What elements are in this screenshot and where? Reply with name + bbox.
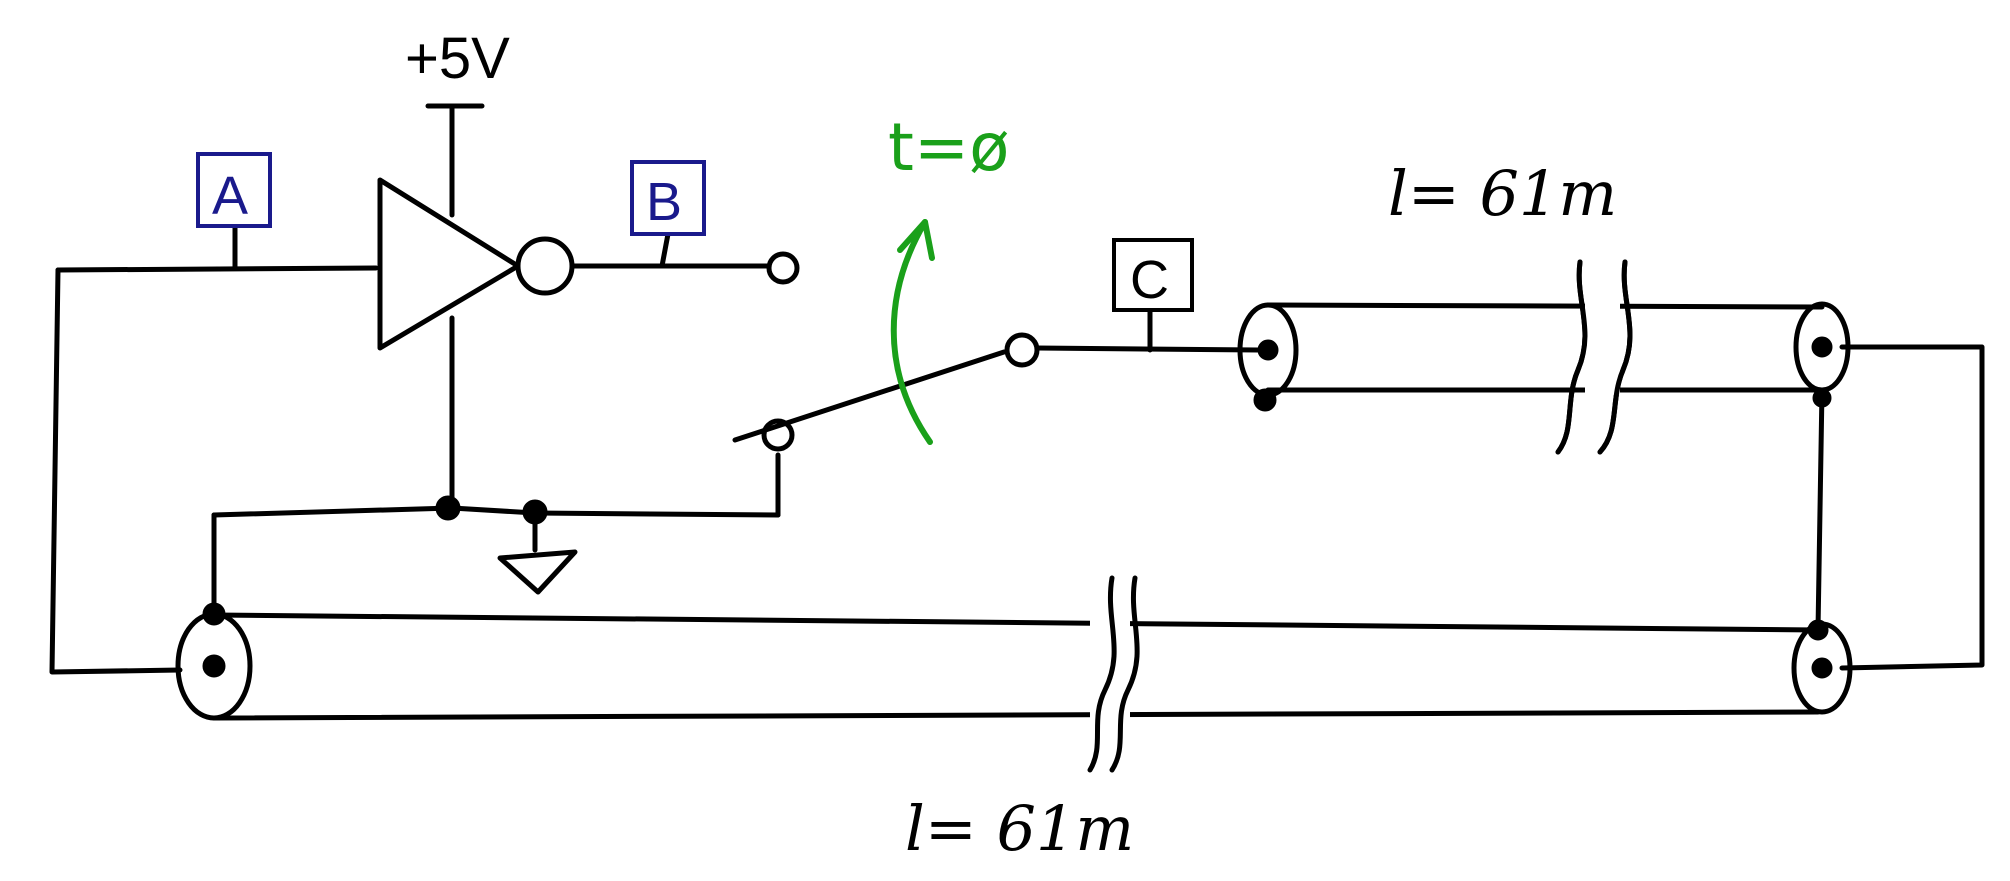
switch-motion-arrow (890, 219, 933, 445)
inverter-gate-body (377, 177, 521, 351)
lower-line-load-shield-pin (1807, 619, 1829, 641)
left-feedback-wire (49, 267, 183, 675)
upper-line-source-shield-pin (1253, 388, 1277, 412)
lower-line-source-center-pin (202, 654, 226, 678)
upper-line-load-center-pin (1811, 336, 1833, 358)
switch-pole-contact (1004, 332, 1040, 368)
lower-line-break-mark (1087, 575, 1117, 773)
inverter-input-wire (55, 265, 379, 273)
lower-line-bottom-conductor (211, 709, 1821, 721)
inverter-bubble (515, 236, 575, 296)
lower-line-top-conductor (211, 612, 1821, 633)
lower-line-break-mark (1109, 575, 1140, 773)
probe-a-label: A (212, 166, 248, 226)
lower-line-source-shield-pin (202, 602, 226, 626)
probe-c-box (1112, 238, 1194, 312)
probe-b-label: B (646, 172, 682, 232)
switch-motion-arrowhead (897, 219, 935, 261)
lower-line-load-center-pin (1811, 657, 1833, 679)
probe-b-box (630, 160, 706, 236)
ground-bus (211, 505, 781, 518)
probe-c-label: C (1130, 250, 1169, 310)
ground-symbol (497, 549, 578, 595)
output-terminal (766, 251, 800, 285)
upper-line-break-mark (1597, 259, 1633, 455)
probe-a-box (196, 152, 272, 228)
upper-line-break-mark (1555, 259, 1588, 455)
ground-junction-left (435, 495, 461, 521)
switch-time-label: t=ø (888, 109, 1010, 186)
upper-line-shield-return-wire (1815, 387, 1825, 633)
upper-line-length-label: l= 61m (1388, 157, 1617, 230)
upper-line-top-conductor (1265, 302, 1825, 310)
lower-line-length-label: l= 61m (905, 792, 1134, 865)
probe-b-lead (659, 231, 671, 269)
upper-line-center-return-wire (1839, 344, 1985, 671)
upper-line-break-gap (1585, 300, 1620, 395)
upper-line-shield-junction (1812, 388, 1832, 408)
upper-line-source-center-pin (1257, 339, 1279, 361)
supply-voltage-label: +5V (405, 26, 510, 91)
switch-blade (732, 349, 1007, 443)
